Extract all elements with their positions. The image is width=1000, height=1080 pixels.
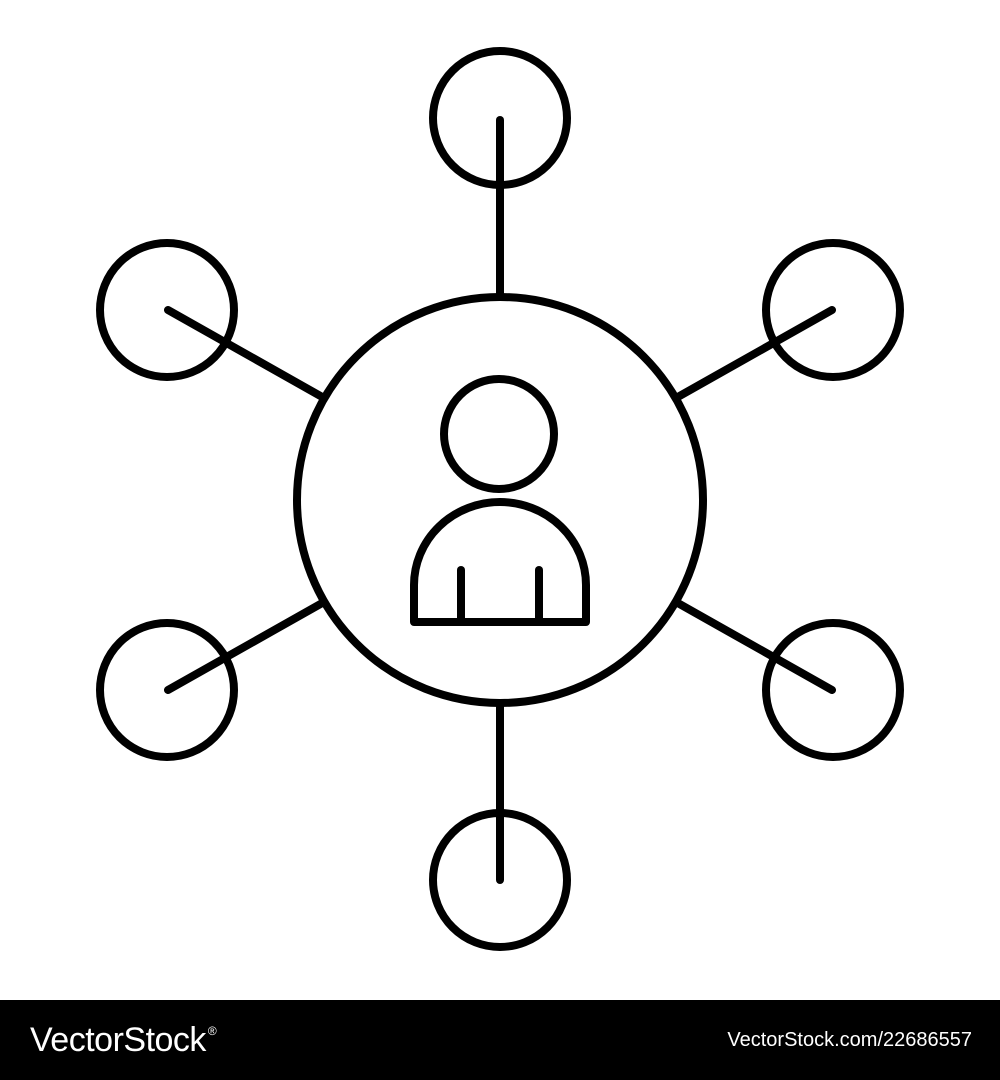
node-circle-top <box>429 47 571 189</box>
spoke-lower-left <box>164 598 328 694</box>
spoke-upper-right <box>672 306 836 402</box>
person-body <box>410 498 590 626</box>
node-circle-upper-right <box>762 239 904 381</box>
registered-mark: ® <box>207 1024 217 1038</box>
person-icon <box>410 375 590 626</box>
hub-circle <box>293 293 707 707</box>
node-circle-lower-left <box>96 619 238 761</box>
network-person-icon <box>96 47 904 951</box>
vectorstock-logo: VectorStock ® <box>30 1021 217 1059</box>
image-id-text: VectorStock.com/22686557 <box>727 1029 972 1051</box>
person-head <box>440 375 558 493</box>
node-circle-bottom <box>429 809 571 951</box>
spoke-upper-left <box>164 306 328 402</box>
watermark-footer: VectorStock ® VectorStock.com/22686557 <box>0 1000 1000 1080</box>
spoke-lower-right <box>672 598 836 694</box>
brand-name: VectorStock <box>30 1021 206 1059</box>
node-circle-lower-right <box>762 619 904 761</box>
node-circle-upper-left <box>96 239 238 381</box>
